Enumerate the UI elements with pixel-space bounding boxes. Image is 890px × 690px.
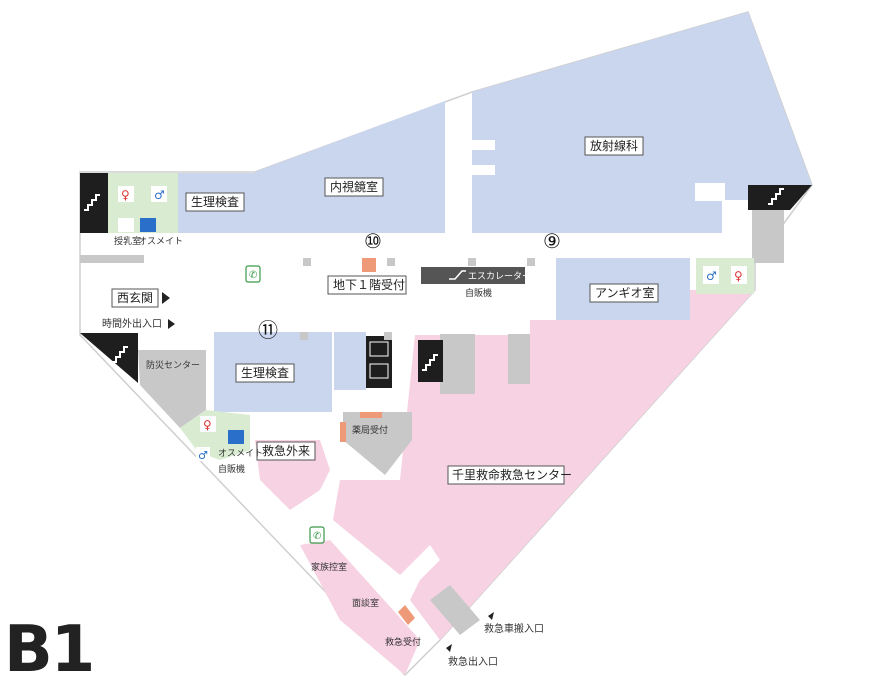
label-hoshasen: 放射線科 (590, 138, 638, 153)
phone-icon-1-glyph: ✆ (249, 270, 257, 281)
marker-9: ⑨ (543, 229, 561, 253)
stairs-top-left (80, 173, 108, 233)
area-service-b (508, 334, 530, 384)
area-yakkyoku (343, 412, 412, 475)
label-kyukyu-gairai: 救急外来 (262, 443, 310, 458)
label-seiri-bottom: 生理検査 (241, 366, 289, 380)
label-jikangai: 時間外出入口 (102, 317, 162, 330)
nursing-room-icon (118, 218, 134, 232)
escalator-bar (421, 267, 525, 284)
counter-chika (362, 258, 376, 272)
pillars (300, 258, 535, 340)
stair-icons (84, 188, 784, 371)
label-osumeito-2: オスメイト (218, 448, 263, 459)
phone-icon-2 (309, 526, 325, 544)
male-restroom-icon-right (703, 266, 719, 284)
male-restroom-icon-bottom (196, 447, 210, 461)
stairs-left (80, 333, 138, 383)
label-jihanki-2: 自販機 (218, 463, 245, 475)
label-kyukyu-deiri: 救急出入口 (448, 655, 498, 668)
female-restroom-icon (118, 186, 134, 202)
label-danwa: 面談室 (352, 597, 379, 609)
stairs-right (748, 185, 812, 210)
counter-kyukyu (398, 605, 415, 625)
svg-text:♂: ♂ (706, 269, 717, 283)
area-hansoku-ramp (430, 585, 480, 635)
counter-yakkyoku-a (360, 412, 382, 418)
stairs-icon-2 (112, 346, 128, 363)
area-service-right (752, 208, 784, 263)
entrance-arrow-kyukyu (446, 644, 452, 652)
label-jihanki-1: 自販機 (465, 287, 492, 299)
label-junyu: 授乳室 (114, 235, 141, 247)
room-hoshasen[interactable] (472, 12, 812, 233)
stairs-icon-1 (84, 194, 100, 211)
counter-yakkyoku-b (340, 422, 346, 442)
stairs-icon-3 (768, 188, 784, 205)
elevator-2-icon (369, 363, 389, 379)
female-restroom-icon-right (731, 266, 747, 284)
room-exam-small (334, 332, 366, 390)
area-service-a (440, 334, 475, 394)
svg-text:♂: ♂ (154, 188, 165, 202)
area-bosai (138, 350, 206, 428)
elevator-1-icon (369, 341, 389, 357)
accessible-restroom-icon-bottom (228, 430, 244, 444)
label-seiri-top: 生理検査 (191, 195, 239, 209)
male-restroom-icon (151, 186, 167, 202)
room-naishikyo[interactable] (255, 101, 445, 233)
svg-text:♀: ♀ (734, 269, 743, 283)
phone-icon-1 (245, 265, 261, 283)
accessible-restroom-icon (140, 218, 156, 232)
label-angio: アンギオ室 (595, 285, 655, 300)
marker-11: ⑪ (258, 318, 278, 342)
svg-text:♀: ♀ (203, 418, 212, 432)
entrance-arrow-jikangai (168, 319, 175, 329)
escalator-icon (449, 270, 466, 280)
floor-label: B1 (4, 613, 95, 687)
entrance-arrow-hansoku (488, 612, 494, 620)
label-senri-center: 千里救命救急センター (452, 467, 572, 482)
area-left-grey (80, 255, 144, 263)
svg-text:♀: ♀ (121, 188, 130, 202)
female-restroom-icon-bottom (200, 416, 216, 432)
stairs-icon-4 (422, 354, 438, 371)
label-yakkyoku: 薬局受付 (352, 424, 388, 436)
escalator-label: エスカレーター (468, 271, 531, 282)
area-pink-corridor (300, 540, 420, 675)
label-nishi-genkan: 西玄関 (117, 290, 153, 305)
label-chika-uketsuke: 地下１階受付 (333, 277, 405, 292)
label-kazoku: 家族控室 (311, 561, 347, 573)
svg-text:♂: ♂ (198, 449, 208, 462)
phone-icon-2-glyph: ✆ (313, 531, 321, 542)
entrance-arrow-west (162, 292, 170, 304)
label-bosai: 防災センター (146, 359, 200, 371)
corridor-notch (695, 183, 725, 201)
marker-10: ⑩ (364, 229, 382, 253)
label-osumeito-1: オスメイト (138, 236, 183, 247)
label-naishikyo: 内視鏡室 (330, 179, 378, 194)
label-kyukyu-uketsuke: 救急受付 (385, 636, 421, 648)
label-hansoku: 救急車搬入口 (484, 622, 544, 635)
